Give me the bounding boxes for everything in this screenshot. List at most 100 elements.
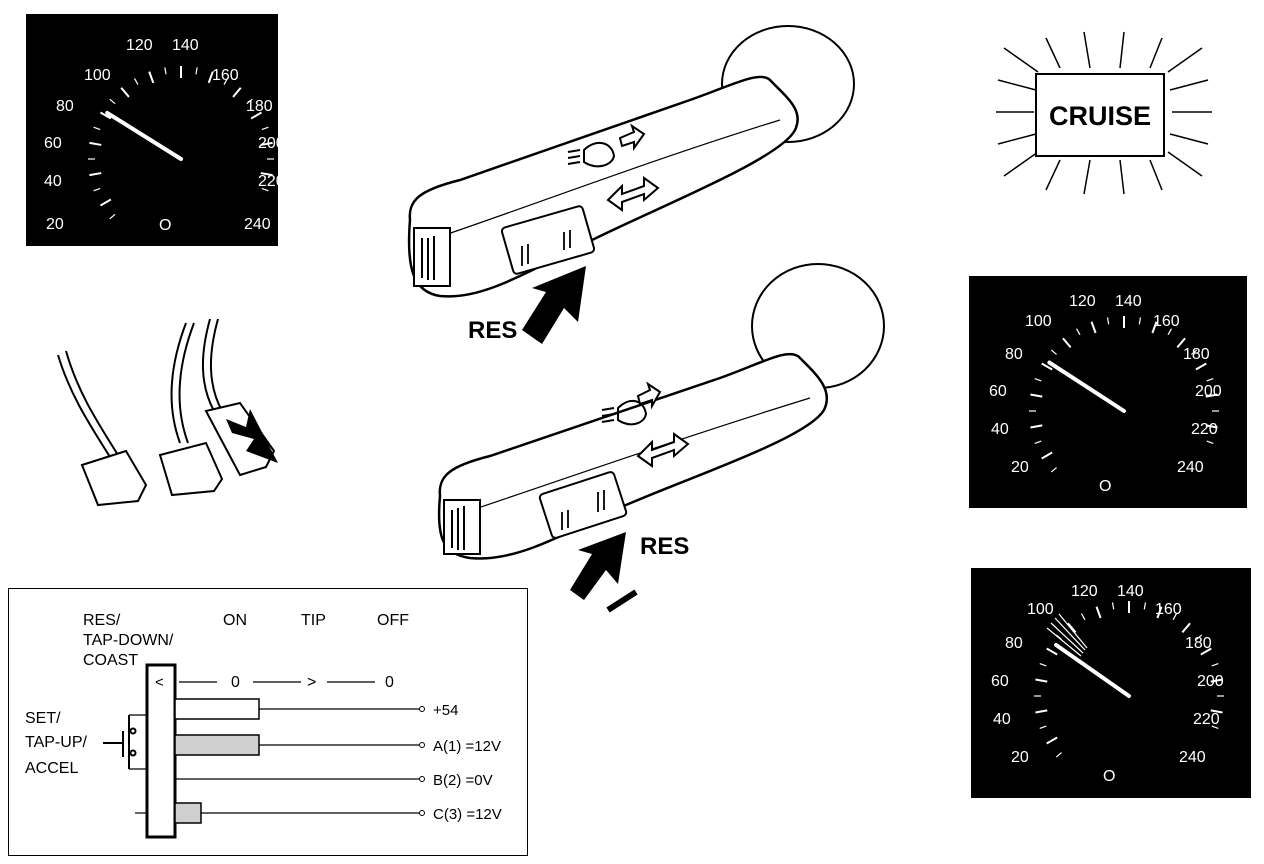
gauge-tick <box>1030 424 1043 429</box>
turn-signal-arrows-icon <box>606 176 660 212</box>
speedometer-label-160: 160 <box>1155 601 1182 618</box>
gauge-tick <box>1039 725 1047 730</box>
speedometer-label-220: 220 <box>258 173 278 190</box>
gauge-tick <box>1067 622 1077 634</box>
gauge-tick <box>1211 662 1219 667</box>
switch-name-line-1: RES/ <box>83 612 121 629</box>
switch-wiring-diagram: RES/ TAP-DOWN/ COAST ON TIP OFF < 0 > 0 … <box>8 588 528 856</box>
gauge-tick <box>109 213 116 220</box>
turn-signal-arrows-icon <box>636 432 690 468</box>
speedometer-label-80: 80 <box>56 98 74 115</box>
speedometer-label-140: 140 <box>1115 293 1142 310</box>
gauge-tick <box>109 98 116 105</box>
speedometer-gauge-3: 20 40 60 80 100 120 140 160 180 200 220 … <box>971 568 1251 798</box>
contact-bar-a1 <box>174 734 260 756</box>
stalk-end-set-button[interactable] <box>413 227 451 287</box>
gauge-tick <box>93 187 101 192</box>
gauge-tick <box>1050 467 1057 473</box>
gauge-tick <box>1195 362 1207 371</box>
output-label-c3: C(3) =12V <box>433 806 502 823</box>
switch-name-line-3: COAST <box>83 652 138 669</box>
gauge-tick <box>1205 393 1218 398</box>
brake-pedal <box>158 441 224 497</box>
gauge-tick <box>1206 440 1214 445</box>
gauge-tick <box>1156 606 1163 619</box>
gauge-tick <box>1205 424 1218 429</box>
gauge-tick <box>1090 321 1097 334</box>
speedometer-needle-2 <box>1047 360 1126 413</box>
pedal-arms <box>57 318 223 458</box>
gauge-tick <box>195 67 198 75</box>
speedometer-label-60: 60 <box>44 135 62 152</box>
clutch-pedal <box>80 449 148 507</box>
gauge-tick <box>223 78 229 85</box>
gauge-tick <box>1041 362 1053 371</box>
speedometer-label-20: 20 <box>1011 749 1029 766</box>
row-zero-right: 0 <box>385 674 394 691</box>
contact-bar-c3 <box>174 802 202 824</box>
gauge-tick <box>1111 602 1115 610</box>
stalk-lower-illustration: RES <box>430 250 890 620</box>
speedometer-label-100: 100 <box>84 67 111 84</box>
gauge-tick <box>1034 377 1042 382</box>
stalk-end-set-button[interactable] <box>443 499 481 555</box>
gauge-tick <box>1210 709 1223 714</box>
gauge-tick <box>1143 602 1147 610</box>
res-press-arrow-icon <box>570 532 626 600</box>
speedometer-label-100: 100 <box>1027 601 1054 618</box>
gauge-tick <box>246 98 253 105</box>
flash-arrow-icon <box>636 381 662 410</box>
position-label-off: OFF <box>377 612 409 629</box>
speedometer-label-60: 60 <box>991 673 1009 690</box>
row-arrow: > <box>307 674 316 691</box>
gauge-tick <box>1172 613 1178 621</box>
speedometer-center-glyph: O <box>1103 768 1115 785</box>
speedometer-label-200: 200 <box>1197 673 1224 690</box>
gauge-tick <box>99 198 112 207</box>
gauge-tick <box>120 87 130 98</box>
gauge-tick <box>133 78 139 85</box>
speedometer-label-200: 200 <box>1195 383 1222 400</box>
gauge-tick <box>1075 328 1081 336</box>
gauge-tick <box>1206 377 1214 382</box>
gauge-tick <box>1030 393 1043 398</box>
gauge-tick <box>1210 678 1223 683</box>
gauge-tick <box>164 67 167 75</box>
res-label-upper: RES <box>468 317 517 344</box>
speedometer-dial-2: 20 40 60 80 100 120 140 160 180 200 220 … <box>989 293 1222 495</box>
contact-bar-54 <box>174 698 260 720</box>
stalk-lever-body <box>437 352 829 560</box>
gauge-tick <box>1055 752 1062 758</box>
res-press-arrow-icon <box>522 266 586 344</box>
gauge-tick <box>1211 725 1219 730</box>
speedometer-label-180: 180 <box>246 98 273 115</box>
speedometer-label-80: 80 <box>1005 635 1023 652</box>
output-label-54: +54 <box>433 702 458 719</box>
stalk-slide-switch[interactable] <box>500 205 596 275</box>
cruise-lamp-label: CRUISE <box>1049 101 1151 131</box>
gauge-tick <box>1062 337 1072 349</box>
gauge-tick <box>1106 317 1110 325</box>
gauge-tick <box>260 141 273 146</box>
speedometer-center-glyph: O <box>1099 478 1111 495</box>
speedometer-label-240: 240 <box>1177 459 1204 476</box>
position-label-tip: TIP <box>301 612 326 629</box>
res-label-lower: RES <box>640 533 689 560</box>
speedometer-label-140: 140 <box>1117 583 1144 600</box>
speedometer-label-120: 120 <box>1071 583 1098 600</box>
headlight-icon <box>601 399 648 426</box>
speedometer-label-180: 180 <box>1185 635 1212 652</box>
gauge-tick <box>1039 662 1047 667</box>
speedometer-center-glyph: O <box>159 217 171 234</box>
speedometer-gauge-2: 20 40 60 80 100 120 140 160 180 200 220 … <box>969 276 1247 508</box>
speedometer-label-40: 40 <box>993 711 1011 728</box>
speedometer-label-120: 120 <box>126 37 153 54</box>
gauge-tick <box>148 71 155 84</box>
gauge-tick <box>207 71 214 84</box>
flash-arrow-icon <box>618 123 646 152</box>
cruise-indicator-lamp: CRUISE <box>990 24 1240 200</box>
speedometer-label-100: 100 <box>1025 313 1052 330</box>
gauge-tick <box>1095 606 1102 619</box>
gauge-tick <box>1046 736 1058 745</box>
gauge-tick <box>260 172 273 177</box>
